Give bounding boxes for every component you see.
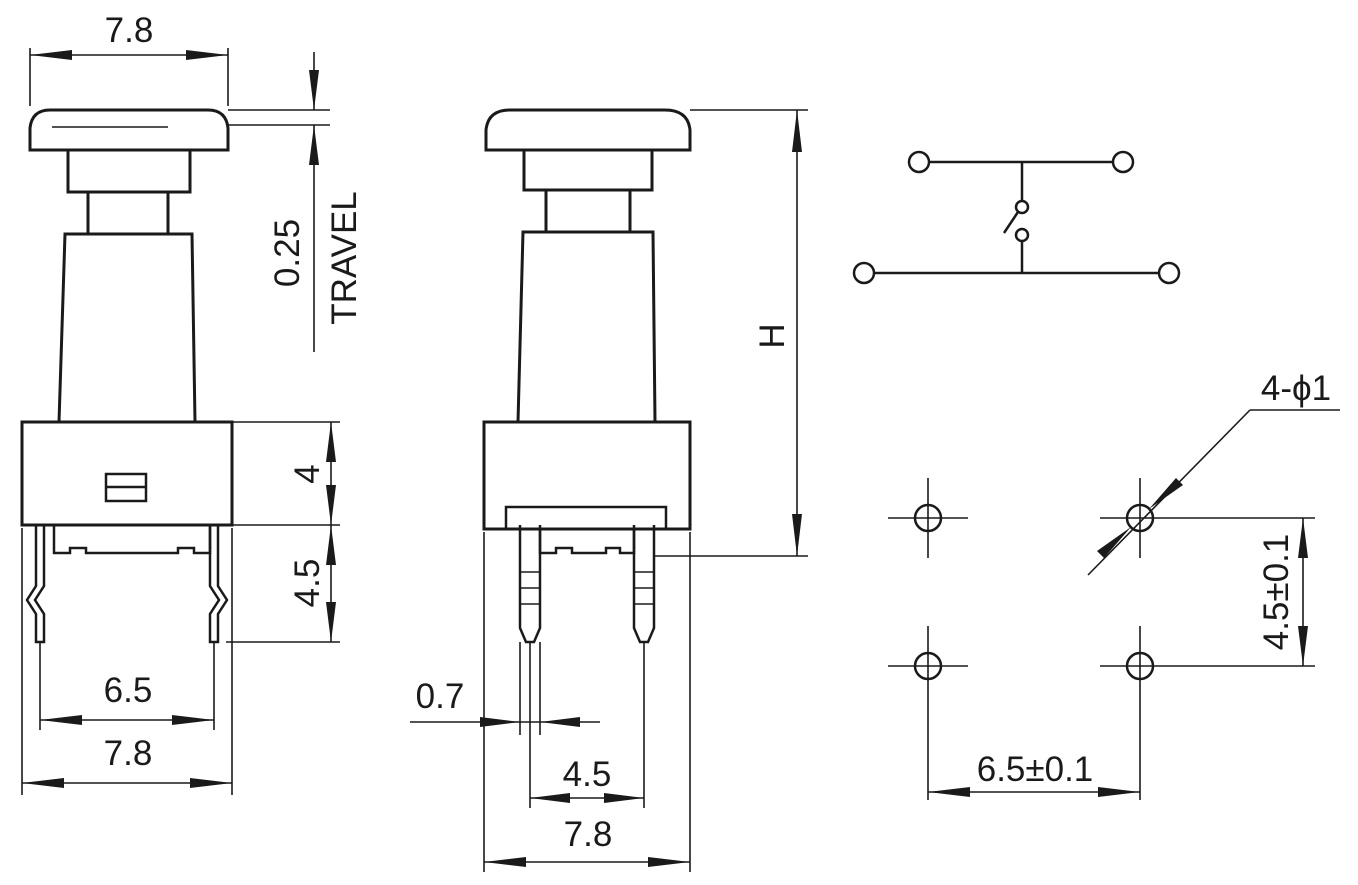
arrow-down [792, 514, 802, 556]
contact-circle [1014, 199, 1030, 215]
arrow-right [172, 715, 214, 725]
arrow-up [1298, 518, 1308, 558]
arrow-left [30, 50, 72, 60]
front-view: H 0.7 4.5 7.8 [410, 108, 808, 872]
arrow-down-left [1149, 478, 1183, 509]
switch-schematic [852, 150, 1181, 285]
arrow-right [648, 857, 690, 867]
side-base-width-label: 7.8 [104, 734, 153, 773]
arrow-down [1298, 626, 1308, 666]
front-view-left-pin [518, 525, 542, 644]
base-height-label: 4 [288, 464, 327, 483]
arrow-left [484, 857, 526, 867]
arrow-left [22, 778, 64, 788]
side-view-collar [66, 148, 192, 194]
arrow-right [186, 50, 228, 60]
arrow-up [326, 422, 336, 462]
side-view-housing [57, 232, 197, 424]
arrow-left [928, 787, 970, 797]
pin-thickness-label: 0.7 [416, 677, 465, 716]
side-view-standoff [52, 525, 212, 555]
terminal-circle [852, 261, 876, 285]
arrow-right [190, 778, 232, 788]
arrow-left [40, 715, 82, 725]
arrow-right [480, 717, 520, 727]
arrow-right [604, 793, 644, 803]
vertical-pitch-label: 4.5±0.1 [1257, 534, 1296, 651]
arrow-left [530, 793, 570, 803]
side-view-left-leg [25, 525, 46, 644]
height-label: H [753, 323, 792, 348]
arrow-up-right [1097, 527, 1131, 558]
pin-height-label: 4.5 [288, 559, 327, 608]
terminal-circle [1111, 150, 1135, 174]
front-view-standoff [538, 529, 636, 555]
side-view-cap [28, 108, 230, 152]
front-view-right-pin [632, 525, 656, 644]
side-view: 7.8 0.25 TRAVEL 4 4.5 6.5 7.8 [20, 11, 364, 795]
switch-blade [1002, 211, 1020, 234]
front-pin-pitch-label: 4.5 [563, 755, 612, 794]
side-top-width-label: 7.8 [105, 11, 154, 50]
side-view-plunger [86, 190, 170, 236]
hole-callout-label: 4-ϕ1 [1261, 369, 1331, 408]
arrow-up [792, 110, 802, 152]
arrow-down [326, 602, 336, 642]
front-view-cap [484, 108, 692, 152]
contact-circle [1014, 227, 1030, 243]
arrow-down [326, 485, 336, 525]
arrow-right [1098, 787, 1140, 797]
arrow-up [309, 125, 319, 165]
front-view-plunger [544, 188, 632, 234]
arrow-left [540, 717, 580, 727]
terminal-circle [907, 150, 931, 174]
front-view-base [482, 420, 692, 531]
terminal-circle [1157, 261, 1181, 285]
arrow-down [309, 70, 319, 110]
travel-word-label: TRAVEL [325, 191, 364, 325]
travel-value-label: 0.25 [268, 219, 307, 287]
arrow-up [326, 525, 336, 565]
horizontal-pitch-label: 6.5±0.1 [977, 750, 1094, 789]
pcb-footprint: 4-ϕ1 4.5±0.1 6.5±0.1 [888, 369, 1340, 800]
front-view-collar [522, 148, 654, 192]
side-view-right-leg [208, 525, 229, 644]
front-view-pocket [504, 505, 668, 529]
front-view-housing [516, 230, 657, 424]
side-pin-pitch-label: 6.5 [104, 671, 153, 710]
front-base-width-label: 7.8 [564, 815, 613, 854]
